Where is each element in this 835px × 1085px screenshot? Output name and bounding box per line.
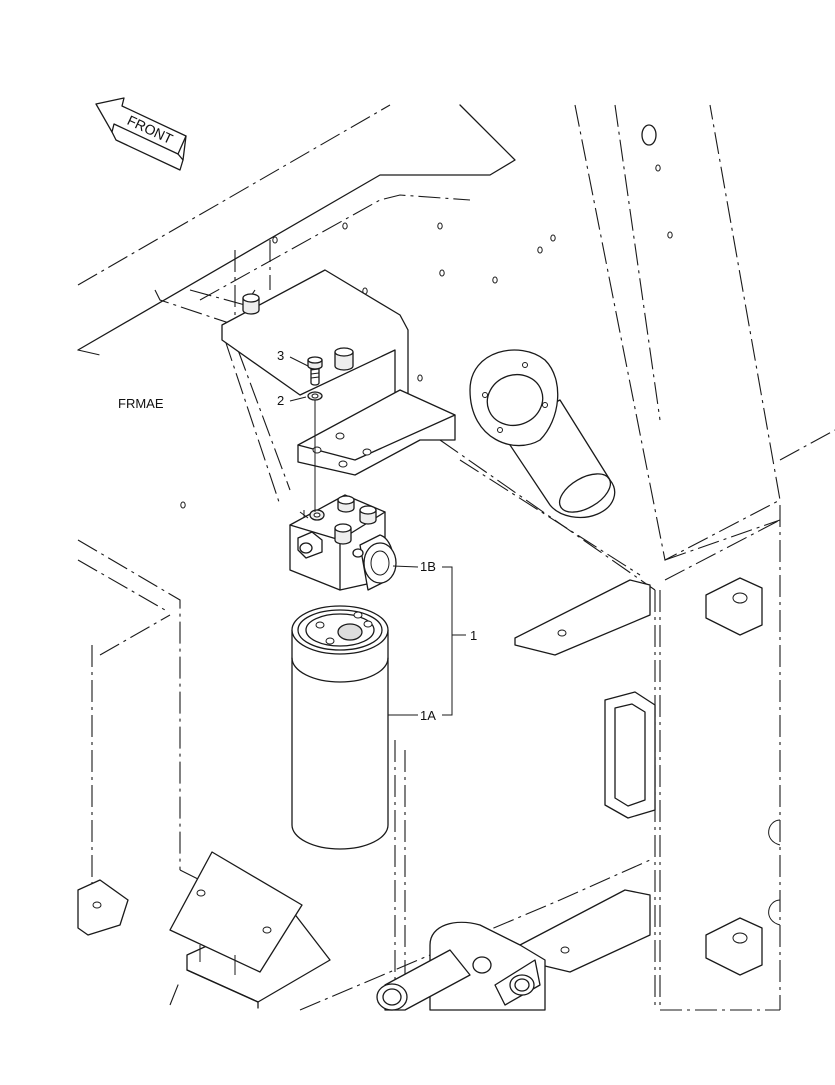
bottom-fittings <box>376 921 546 1011</box>
front-arrow-label: FRONT <box>125 112 176 147</box>
right-brackets <box>514 577 781 976</box>
filter-element <box>291 605 389 850</box>
washer <box>307 391 323 401</box>
mounting-bracket <box>221 269 456 476</box>
left-lower-brackets <box>77 851 331 1009</box>
bolt <box>307 356 323 386</box>
frame-holes <box>180 124 673 509</box>
callout-filter-assembly: 1 <box>470 628 477 643</box>
callout-washer: 2 <box>277 393 284 408</box>
callout-filter-head: 1B <box>420 559 436 574</box>
callout-bolt: 3 <box>277 348 284 363</box>
callout-leaders <box>289 356 466 716</box>
filter-head <box>289 494 397 591</box>
section-label: FRMAE <box>118 396 164 411</box>
flange-pipe <box>469 349 616 519</box>
frame-structure <box>77 104 835 1011</box>
front-arrow-icon: FRONT <box>95 97 187 171</box>
callout-filter-element: 1A <box>420 708 436 723</box>
